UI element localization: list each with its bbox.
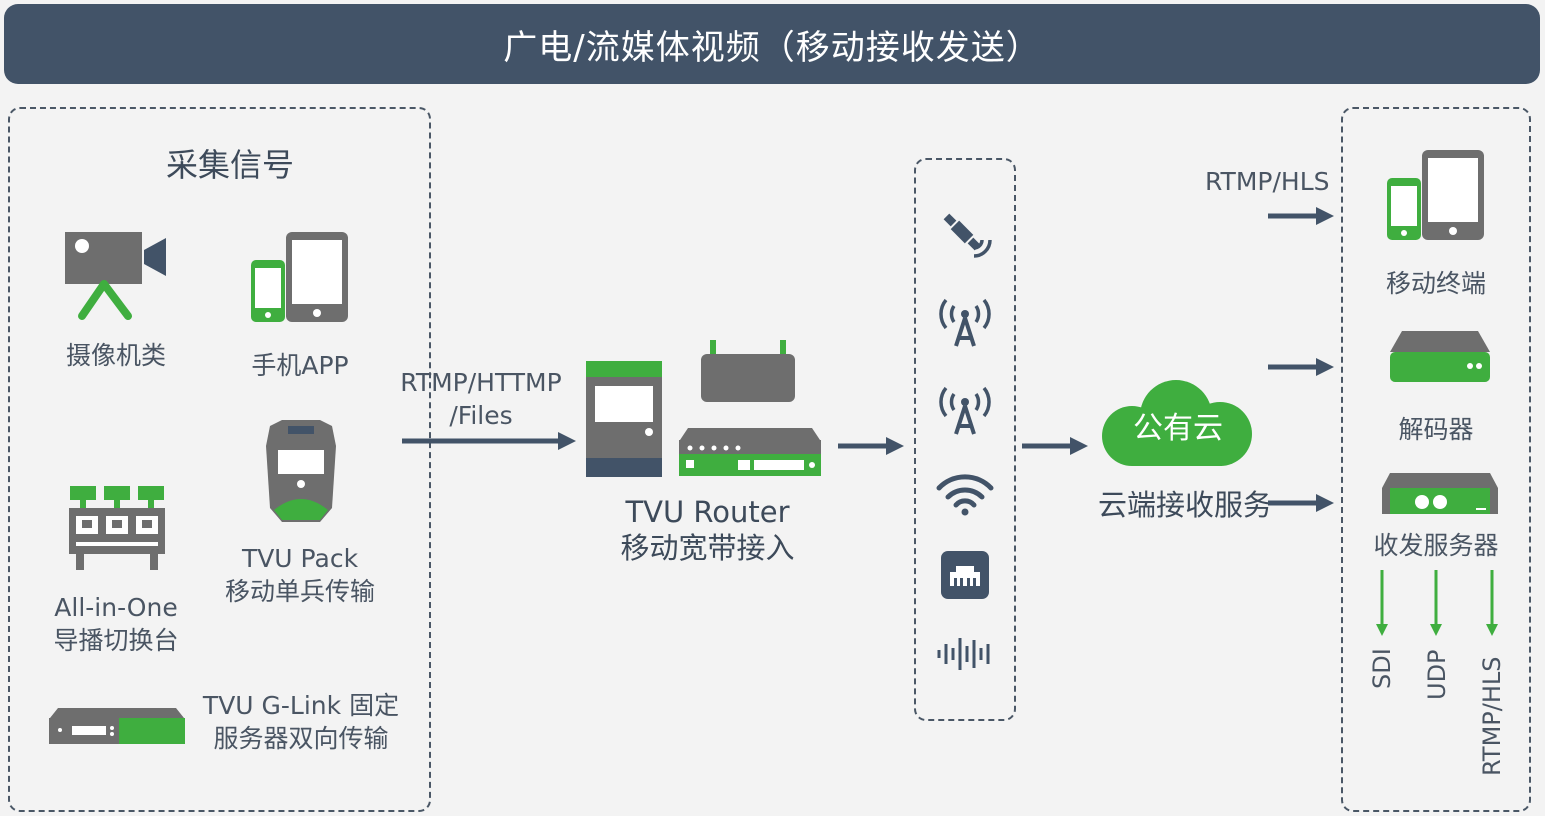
arrow-capture-to-router (402, 432, 576, 450)
output-protocol-label: RTMP/HLS (1205, 167, 1330, 196)
output-udp-label: UDP (1423, 649, 1451, 700)
decoder-icon (1390, 331, 1490, 382)
capture-group (8, 107, 431, 812)
camera-label: 摄像机类 (65, 341, 166, 370)
capture-title: 采集信号 (165, 146, 294, 184)
wifi-icon (936, 474, 994, 516)
arrow-to-mobile (1268, 207, 1334, 225)
cell-tower-icon (939, 298, 991, 347)
glink-label: TVU G-Link 固定 服务器双向传输 (202, 691, 400, 753)
arrow-rtmp-hls (1486, 570, 1498, 636)
mobile-terminal-icon (1387, 150, 1484, 240)
production-switcher-icon (69, 486, 165, 570)
server-icon (1382, 473, 1498, 514)
cloud-name: 公有云 (1133, 411, 1223, 446)
glink-server-icon (49, 708, 185, 744)
arrow-router-to-network (838, 437, 904, 455)
audio-wave-icon (937, 638, 990, 670)
satellite-icon (943, 213, 992, 258)
output-rtmp-hls-label: RTMP/HLS (1478, 656, 1506, 776)
output-sdi-label: SDI (1368, 648, 1396, 689)
network-group (914, 158, 1016, 721)
mobile-app-label: 手机APP (251, 351, 349, 380)
ethernet-icon (941, 551, 989, 599)
router-label: TVU Router 移动宽带接入 (620, 495, 795, 566)
tvu-pack-icon (266, 420, 336, 522)
router-box-icon (679, 428, 821, 476)
pack-label: TVU Pack 移动单兵传输 (224, 544, 375, 606)
router-cabinet-icon (586, 361, 662, 477)
video-camera-icon (65, 232, 166, 320)
arrow-to-decoder (1268, 358, 1334, 376)
output-group (1341, 107, 1531, 812)
cloud-label: 云端接收服务 (1097, 488, 1272, 522)
cell-tower-icon (939, 386, 991, 435)
title-text: 广电/流媒体视频（移动接收发送） (503, 27, 1041, 68)
mobile-devices-icon (251, 232, 348, 322)
decoder-label: 解码器 (1398, 415, 1474, 444)
modem-icon (701, 340, 795, 402)
all-in-one-label: All-in-One 导播切换台 (53, 593, 179, 655)
left-protocol-label: RTMP/HTTMP /Files (400, 368, 562, 430)
arrow-network-to-cloud (1022, 437, 1088, 455)
arrow-udp (1430, 570, 1442, 636)
arrow-to-server (1268, 494, 1334, 512)
server-label: 收发服务器 (1373, 531, 1499, 560)
cloud-icon (1102, 380, 1252, 466)
arrow-sdi (1376, 570, 1388, 636)
mobile-terminal-label: 移动终端 (1385, 269, 1486, 298)
page-title: 广电/流媒体视频（移动接收发送） (4, 4, 1540, 84)
